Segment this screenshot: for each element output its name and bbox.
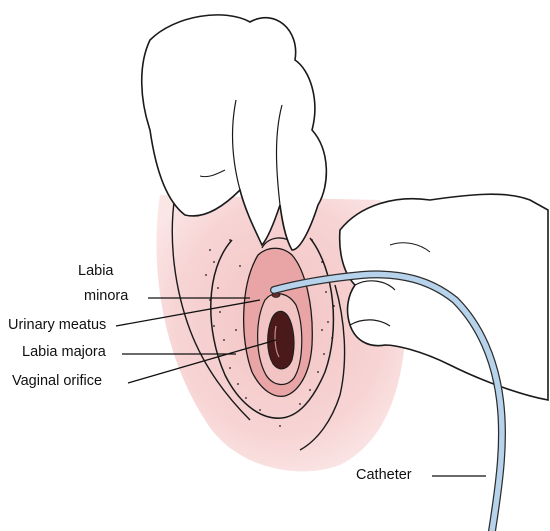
lower-hand [338, 193, 549, 401]
vaginal-orifice [267, 310, 295, 370]
label-labia-minora-line2: minora [84, 288, 129, 304]
upper-hand [140, 14, 328, 251]
left-thigh-outline [171, 194, 251, 421]
label-urinary-meatus: Urinary meatus [8, 317, 107, 333]
stippling [205, 239, 335, 427]
labia-majora-right [281, 237, 335, 419]
labia-majora-left [210, 239, 283, 419]
leader-vaginal-orifice [127, 339, 277, 384]
label-labia-majora: Labia majora [22, 344, 106, 360]
right-thigh-outline [299, 284, 346, 451]
leader-urinary-meatus [115, 299, 261, 327]
label-labia-minora-line1: Labia [78, 263, 114, 279]
leader-lines [115, 297, 486, 477]
label-vaginal-orifice: Vaginal orifice [12, 373, 103, 389]
label-catheter: Catheter [356, 467, 412, 483]
